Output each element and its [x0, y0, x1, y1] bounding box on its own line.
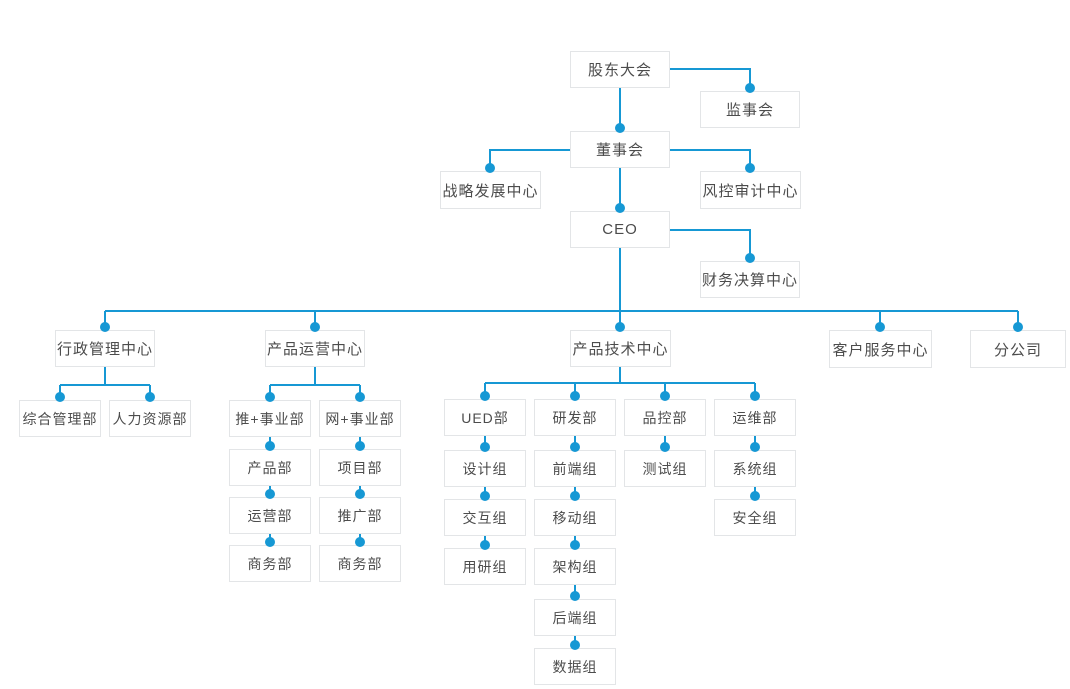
node-project-dept: 项目部 [319, 449, 401, 486]
node-board-of-directors: 董事会 [570, 131, 670, 168]
node-system-group: 系统组 [714, 450, 796, 487]
node-mobile-group: 移动组 [534, 499, 616, 536]
node-test-group: 测试组 [624, 450, 706, 487]
node-quality-dept: 品控部 [624, 399, 706, 436]
node-rnd-dept: 研发部 [534, 399, 616, 436]
node-wang-division: 网+事业部 [319, 400, 401, 437]
node-supervisory-board: 监事会 [700, 91, 800, 128]
node-architecture-group: 架构组 [534, 548, 616, 585]
node-strategy-development-center: 战略发展中心 [440, 171, 541, 209]
node-branch-company: 分公司 [970, 330, 1066, 368]
node-customer-service-center: 客户服务中心 [829, 330, 932, 368]
node-business-dept-wang: 商务部 [319, 545, 401, 582]
node-product-dept: 产品部 [229, 449, 311, 486]
node-user-research-group: 用研组 [444, 548, 526, 585]
trunk-connector [104, 310, 1019, 330]
node-design-group: 设计组 [444, 450, 526, 487]
node-risk-audit-center: 风控审计中心 [700, 171, 801, 209]
node-hr-dept: 人力资源部 [109, 400, 191, 437]
node-frontend-group: 前端组 [534, 450, 616, 487]
node-ued-dept: UED部 [444, 399, 526, 436]
node-operations-dept: 运营部 [229, 497, 311, 534]
node-finance-settlement-center: 财务决算中心 [700, 261, 800, 298]
node-maintenance-dept: 运维部 [714, 399, 796, 436]
node-shareholders-meeting: 股东大会 [570, 51, 670, 88]
node-product-ops-center: 产品运营中心 [265, 330, 365, 367]
node-promotion-dept: 推广部 [319, 497, 401, 534]
node-interaction-group: 交互组 [444, 499, 526, 536]
node-general-management-dept: 综合管理部 [19, 400, 101, 437]
node-admin-center: 行政管理中心 [55, 330, 155, 367]
node-product-tech-center: 产品技术中心 [570, 330, 671, 367]
node-backend-group: 后端组 [534, 599, 616, 636]
node-business-dept-tui: 商务部 [229, 545, 311, 582]
node-tui-division: 推+事业部 [229, 400, 311, 437]
node-security-group: 安全组 [714, 499, 796, 536]
admin-branch-connectors [59, 367, 151, 400]
node-data-group: 数据组 [534, 648, 616, 685]
node-ceo: CEO [570, 211, 670, 248]
